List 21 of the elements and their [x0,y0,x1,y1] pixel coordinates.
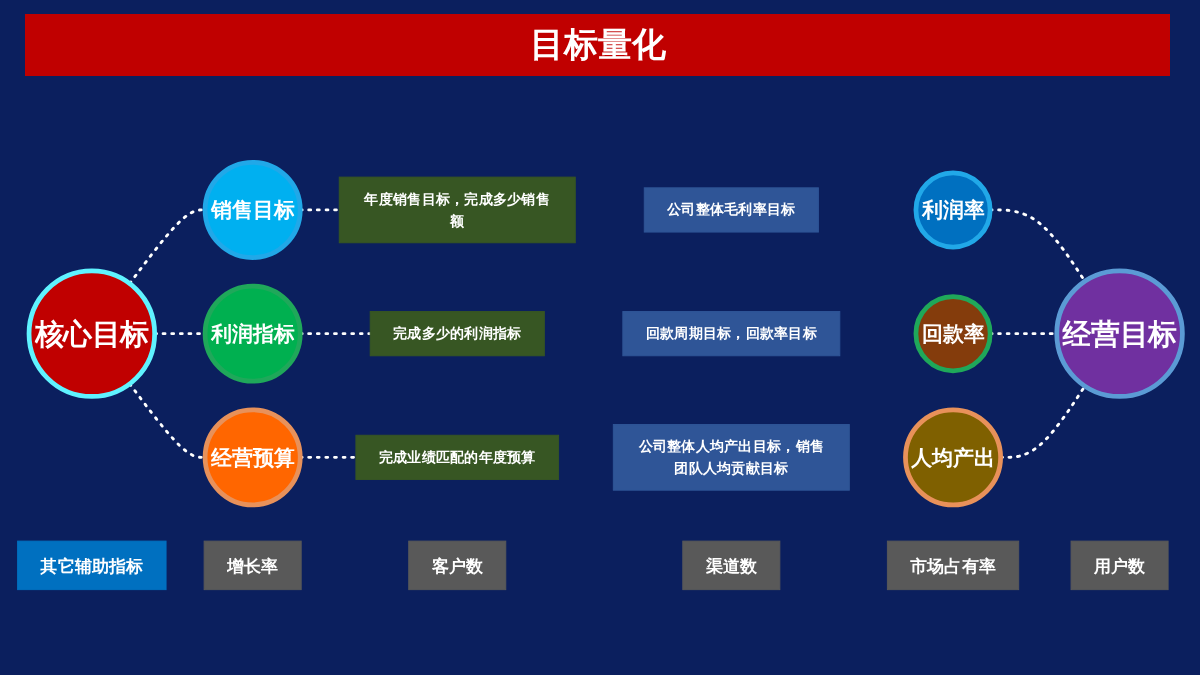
node-box: 完成多少的利润指标 [369,311,545,357]
node-box: 回款周期目标，回款率目标 [622,311,841,357]
node-box: 年度销售目标，完成多少销售额 [338,176,576,244]
node-circle: 经营目标 [1054,268,1185,399]
node-box: 其它辅助指标 [17,540,167,591]
node-box: 公司整体毛利率目标 [643,187,819,233]
node-box: 完成业绩匹配的年度预算 [355,434,560,480]
node-circle: 销售目标 [202,160,303,260]
node-box: 客户数 [408,540,507,591]
node-circle: 利润率 [913,170,993,250]
node-circle: 利润指标 [202,283,303,384]
node-box: 公司整体人均产出目标，销售团队人均贡献目标 [612,424,850,491]
node-circle: 经营预算 [202,407,303,508]
node-box: 增长率 [203,540,302,591]
node-box: 市场占有率 [886,540,1020,591]
node-circle: 人均产出 [903,407,1003,508]
title-banner: 目标量化 [25,14,1170,76]
node-box: 渠道数 [682,540,781,591]
node-box: 用户数 [1070,540,1169,591]
node-circle: 回款率 [913,294,993,374]
node-circle: 核心目标 [26,268,158,399]
